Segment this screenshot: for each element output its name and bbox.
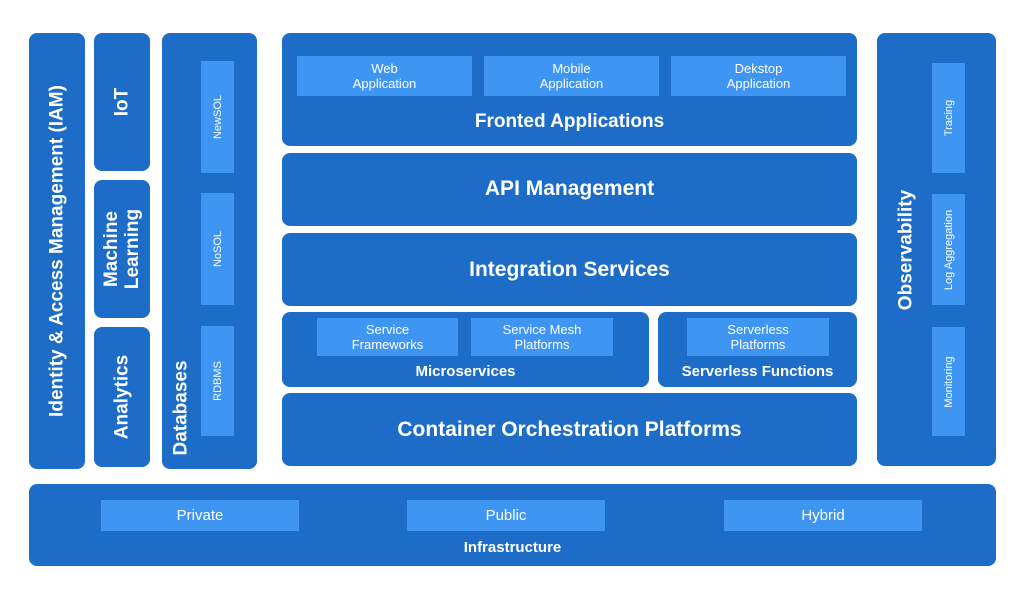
obs-chip-log-aggregation-label: Log Aggregation (942, 209, 955, 290)
app-chip-mobile: Mobile Application (484, 56, 659, 96)
db-chip-nosql-label: NoSOL (211, 230, 224, 268)
app-chip-web: Web Application (297, 56, 472, 96)
serverless-panel: Serverless Platforms Serverless Function… (658, 312, 857, 387)
analytics-label: Analytics (111, 354, 133, 440)
app-chip-desktop: Dekstop Application (671, 56, 846, 96)
db-chip-newsql-label: NewSOL (211, 94, 224, 140)
frontend-title: Fronted Applications (474, 111, 665, 132)
databases-label: Databases (170, 360, 192, 456)
analytics-panel: Analytics (94, 327, 150, 467)
obs-chip-tracing-label: Tracing (942, 99, 955, 137)
iot-label: IoT (111, 87, 133, 117)
obs-chip-log-aggregation: Log Aggregation (932, 194, 965, 305)
infrastructure-panel: Private Public Hybrid Infrastructure (29, 484, 996, 566)
iot-panel: IoT (94, 33, 150, 171)
integration-services-title: Integration Services (469, 258, 670, 281)
container-orchestration-panel: Container Orchestration Platforms (282, 393, 857, 466)
infra-chip-hybrid: Hybrid (724, 500, 922, 531)
serverless-chip-platforms: Serverless Platforms (687, 318, 829, 356)
observability-label: Observability (895, 189, 917, 310)
serverless-title: Serverless Functions (681, 363, 834, 380)
microservice-chip-mesh: Service Mesh Platforms (471, 318, 613, 356)
db-chip-nosql: NoSOL (201, 193, 234, 305)
obs-chip-monitoring: Monitoring (932, 327, 965, 436)
observability-panel: Observability Tracing Log Aggregation Mo… (877, 33, 996, 466)
infrastructure-title: Infrastructure (463, 539, 562, 556)
iam-panel: Identity & Access Management (IAM) (29, 33, 85, 469)
microservice-chip-frameworks: Service Frameworks (317, 318, 458, 356)
machine-learning-panel: Machine Learning (94, 180, 150, 318)
integration-services-panel: Integration Services (282, 233, 857, 306)
infra-chip-public: Public (407, 500, 605, 531)
microservices-panel: Service Frameworks Service Mesh Platform… (282, 312, 649, 387)
api-management-panel: API Management (282, 153, 857, 226)
microservices-title: Microservices (415, 363, 516, 380)
machine-learning-label: Machine Learning (101, 208, 143, 290)
frontend-panel: Web Application Mobile Application Dekst… (282, 33, 857, 146)
obs-chip-monitoring-label: Monitoring (942, 355, 955, 408)
db-chip-rdbms: RDBMS (201, 326, 234, 436)
obs-chip-tracing: Tracing (932, 63, 965, 173)
observability-label-wrap: Observability (877, 33, 935, 466)
databases-label-wrap: Databases (162, 33, 200, 469)
databases-panel: Databases NewSOL NoSOL RDBMS (162, 33, 257, 469)
db-chip-newsql: NewSOL (201, 61, 234, 173)
infra-chip-private: Private (101, 500, 299, 531)
db-chip-rdbms-label: RDBMS (211, 361, 224, 401)
container-orchestration-title: Container Orchestration Platforms (397, 418, 742, 441)
iam-label: Identity & Access Management (IAM) (46, 85, 68, 417)
api-management-title: API Management (484, 177, 655, 200)
